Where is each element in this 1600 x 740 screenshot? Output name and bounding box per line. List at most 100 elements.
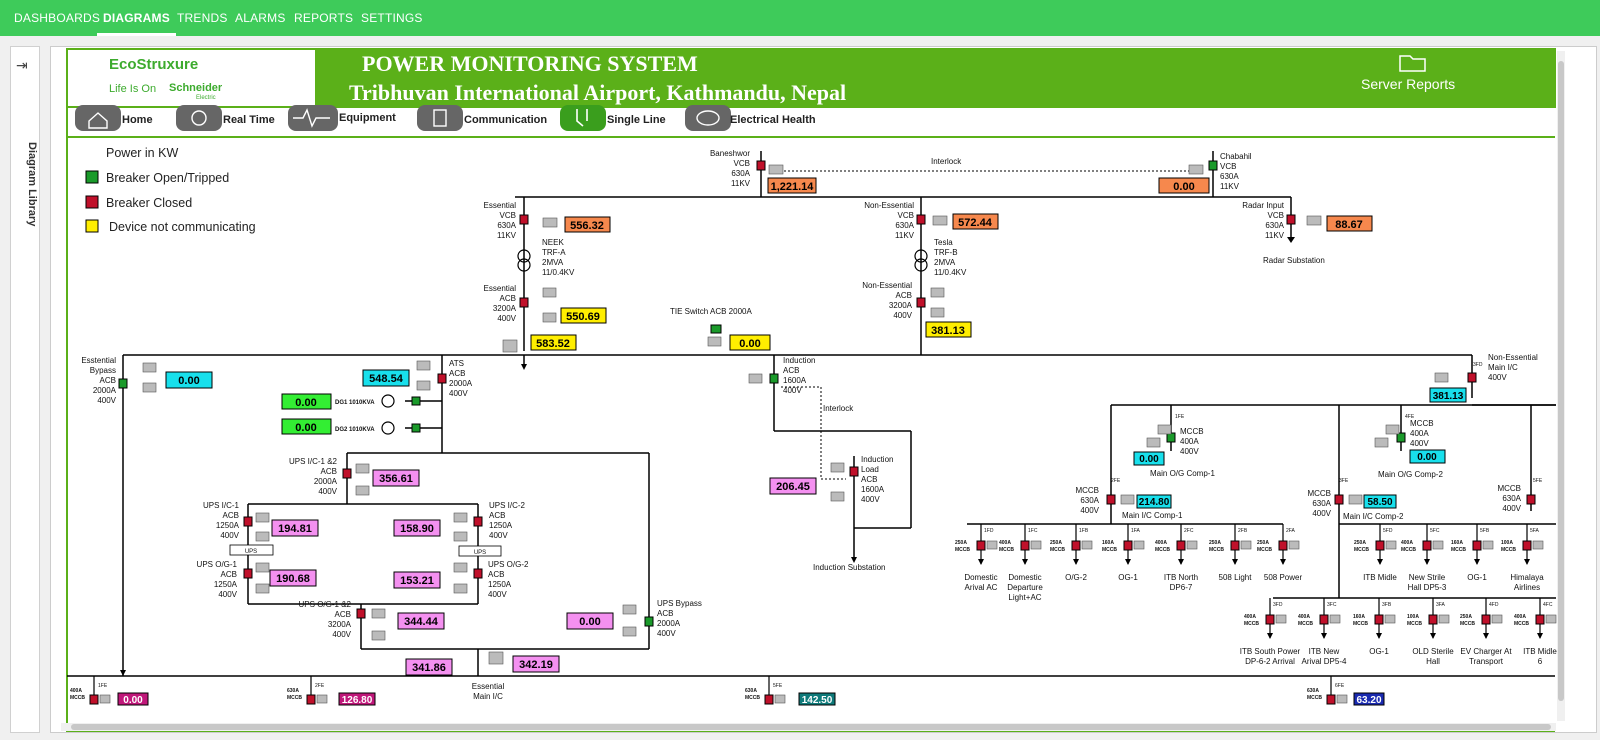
meter-icon[interactable] [1491,614,1503,624]
meter-icon[interactable] [622,604,637,615]
feeder-breaker[interactable] [1375,540,1385,551]
feeder-breaker[interactable] [1319,614,1329,625]
breaker-induction-load[interactable] [849,466,859,477]
meter-icon[interactable] [930,287,945,298]
feeder-breaker[interactable] [976,540,986,551]
meter-icon[interactable] [255,583,270,594]
meter-icon[interactable] [99,694,111,704]
meter-icon[interactable] [774,694,786,704]
feeder-breaker[interactable] [1326,694,1336,705]
value-tie[interactable]: 0.00 [729,334,771,351]
meter-icon[interactable] [1532,540,1544,550]
breaker-mccb-2fe[interactable] [1106,494,1116,505]
meter-icon[interactable] [1030,540,1042,550]
meter-icon[interactable] [768,164,784,175]
meter-icon[interactable] [542,217,558,228]
nav-communication-button[interactable]: Communication [417,105,547,131]
meter-icon[interactable] [622,626,637,637]
value-main-ic1[interactable]: 214.80 [1136,494,1172,509]
breaker-ups-og2[interactable] [473,568,483,579]
nav-electrical-health-button[interactable]: Electrical Health [685,105,816,131]
meter-icon[interactable] [1146,437,1161,448]
meter-icon[interactable] [932,215,948,226]
meter-icon[interactable] [830,491,845,502]
value-main-ic2[interactable]: 58.50 [1363,494,1397,509]
meter-icon[interactable] [542,287,557,298]
meter-icon[interactable] [453,512,468,523]
meter-icon[interactable] [1275,614,1287,624]
breaker-essential-acb[interactable] [519,297,529,308]
meter-icon[interactable] [1133,540,1145,550]
meter-icon[interactable] [255,562,270,573]
meter-icon[interactable] [453,583,468,594]
value-dg1[interactable]: 0.00 [281,393,332,410]
meter-icon[interactable] [1120,494,1135,505]
value-induction-load[interactable]: 206.45 [769,477,817,495]
nav-diagrams[interactable]: DIAGRAMS [97,0,176,36]
feeder-breaker[interactable] [1422,540,1432,551]
value-essential-acb[interactable]: 550.69 [560,307,607,324]
meter-icon[interactable] [1240,540,1252,550]
meter-icon[interactable] [355,485,370,496]
meter-icon[interactable] [748,373,763,384]
meter-icon[interactable] [1186,540,1198,550]
meter-icon[interactable] [142,362,157,373]
breaker-mccb-4fe[interactable] [1396,432,1406,443]
feeder-breaker[interactable] [1071,540,1081,551]
value-ups-og12[interactable]: 344.44 [397,612,445,630]
breaker-baneshwor[interactable] [756,160,766,171]
nav-alarms[interactable]: ALARMS [235,11,286,25]
breaker-ups-ic12[interactable] [342,468,352,479]
feeder-breaker[interactable] [1374,614,1384,625]
value-essential-bus[interactable]: 583.52 [530,334,577,351]
meter-icon[interactable] [1374,437,1389,448]
meter-icon[interactable] [1306,215,1322,226]
value-essential-main-b[interactable]: 342.19 [512,655,560,673]
value-ats[interactable]: 548.54 [362,369,410,387]
meter-icon[interactable] [142,382,157,393]
meter-icon[interactable] [255,512,270,523]
breaker-essential-vcb[interactable] [519,214,529,225]
breaker-tie[interactable] [710,324,722,334]
breaker-dg1[interactable] [411,396,421,406]
breaker-nonessential-vcb[interactable] [916,214,926,225]
meter-icon[interactable] [1434,372,1449,383]
meter-icon[interactable] [1385,424,1400,435]
feeder-breaker[interactable] [1472,540,1482,551]
meter-icon[interactable] [1081,540,1093,550]
horizontal-scrollbar[interactable] [71,724,1551,730]
meter-icon[interactable] [707,336,722,347]
value-nonessential-acb[interactable]: 381.13 [925,321,972,338]
breaker-ups-ic1[interactable] [243,516,253,527]
nav-dashboards[interactable]: DASHBOARDS [14,11,101,25]
breaker-induction[interactable] [769,373,779,384]
breaker-dg2[interactable] [411,423,421,433]
breaker-radar[interactable] [1286,214,1296,225]
meter-icon[interactable] [1482,540,1494,550]
meter-icon[interactable] [1336,694,1348,704]
nav-settings[interactable]: SETTINGS [361,11,423,25]
breaker-mccb-5fe[interactable] [1526,494,1536,505]
nav-equipment-button[interactable]: Equipment [288,105,396,131]
meter-icon[interactable] [1384,614,1396,624]
feeder-breaker[interactable] [1123,540,1133,551]
breaker-mccb-3fe[interactable] [1334,494,1344,505]
value-bottom-2fe[interactable]: 126.80 [338,692,376,706]
nav-single-line-button[interactable]: Single Line [560,105,666,131]
server-reports-button[interactable]: Server Reports [1361,55,1455,92]
meter-icon[interactable] [1432,540,1444,550]
value-bottom-1fe[interactable]: 0.00 [117,692,149,706]
value-radar[interactable]: 88.67 [1326,215,1373,232]
meter-icon[interactable] [371,608,386,619]
meter-icon[interactable] [1348,494,1363,505]
meter-icon[interactable] [1157,424,1172,435]
expand-sidebar-icon[interactable]: ⇥ [16,57,28,73]
feeder-breaker[interactable] [1522,540,1532,551]
meter-icon[interactable] [355,463,370,474]
value-nonessential-vcb[interactable]: 572.44 [952,213,999,230]
value-mccb-4fe[interactable]: 0.00 [1409,449,1446,464]
value-baneshwor[interactable]: 1,221.14 [767,177,817,194]
meter-icon[interactable] [316,694,328,704]
breaker-ats[interactable] [437,373,447,384]
meter-icon[interactable] [1385,540,1397,550]
